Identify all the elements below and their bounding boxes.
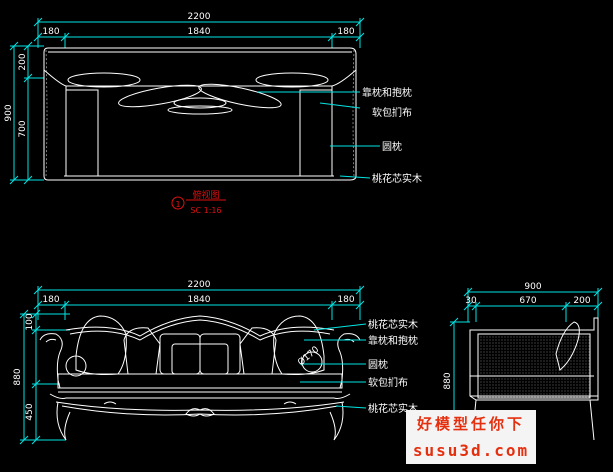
front-dim-right: 180 (337, 295, 354, 305)
front-dim-middle: 1840 (188, 295, 211, 305)
top-dim-left: 180 (42, 27, 59, 37)
side-view: 900 30 670 200 880 (443, 282, 603, 445)
watermark-slogan: 好模型任你下 (406, 410, 536, 436)
front-dim-total: 2200 (188, 280, 211, 290)
top-view: 2200 180 1840 180 900 200 700 (4, 12, 422, 215)
side-dim-middle: 670 (519, 296, 536, 306)
watermark: 好模型任你下 susu3d.com (406, 410, 536, 466)
front-label-mahogany-bottom: 桃花芯实木 (368, 402, 418, 415)
front-view-dimensions (19, 285, 365, 445)
front-dim-h-seat: 450 (25, 403, 35, 420)
front-label-round-pillow: 圆枕 (368, 358, 388, 371)
top-view-title-block: 1 俯视图 SC 1:16 (171, 189, 226, 215)
top-view-scale: SC 1:16 (190, 206, 221, 215)
side-dim-left: 30 (465, 296, 477, 306)
side-dim-total: 900 (524, 282, 541, 292)
top-dim-right: 180 (337, 27, 354, 37)
top-dim-h-bottom: 700 (18, 120, 28, 137)
front-view: 2200 180 1840 180 100 880 450 (13, 280, 418, 445)
svg-text:1: 1 (175, 200, 180, 209)
top-dim-middle: 1840 (188, 27, 211, 37)
front-label-mahogany-top: 桃花芯实木 (368, 318, 418, 331)
front-label-pillows: 靠枕和抱枕 (368, 334, 418, 347)
front-dim-left: 180 (42, 295, 59, 305)
front-view-sofa-outline (39, 315, 361, 441)
top-dim-total: 2200 (188, 12, 211, 22)
front-view-leaders (300, 323, 367, 409)
side-dim-right: 200 (573, 296, 590, 306)
top-view-sofa-outline (43, 47, 357, 181)
top-label-pillows: 靠枕和抱枕 (362, 86, 412, 99)
top-view-dimensions (9, 17, 365, 185)
front-dim-h-total: 880 (13, 368, 23, 385)
side-view-sofa-outline (469, 317, 599, 441)
top-dim-h-top: 200 (18, 53, 28, 70)
watermark-url: susu3d.com (406, 436, 536, 464)
top-label-mahogany: 桃花芯实木 (372, 172, 422, 185)
top-view-title: 俯视图 (192, 189, 219, 201)
front-label-upholstery: 软包扪布 (368, 376, 408, 389)
front-dim-h-top: 100 (25, 313, 35, 330)
top-dim-h-total: 900 (4, 104, 14, 121)
top-label-round-pillow: 圆枕 (382, 140, 402, 153)
side-dim-h-total: 880 (443, 372, 453, 389)
top-view-leaders (258, 91, 380, 179)
top-label-upholstery: 软包扪布 (372, 106, 412, 119)
